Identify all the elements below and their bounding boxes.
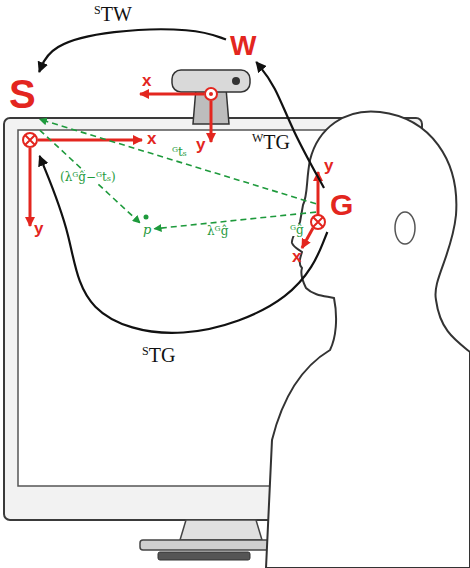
edge-label-box: WTG [250,132,292,152]
x-axis [38,139,142,142]
transform-arrow [256,62,324,188]
axis-label-box: y [196,136,205,153]
frame-node: S [5,72,40,156]
axis-label-box: y [34,220,43,237]
vector-label: ᴳĝ [290,224,304,236]
vector-line [40,119,316,204]
axis-label-box: x [142,72,151,89]
frame-node: G [316,188,356,232]
frame-label: W [230,32,256,60]
frame-label: G [330,190,353,220]
origin-marker [311,215,325,229]
axis-label: x [147,130,156,147]
webcam-lens [232,77,240,85]
axis-label-box: x [147,130,156,147]
x-axis [140,93,204,96]
edge-label-box: STW [92,4,134,24]
axis-label: y [34,220,43,237]
edge-label-box: ᴳtₛ [170,146,189,158]
transform-label: STG [142,345,175,365]
transform-label: STW [94,4,132,24]
y-axis [210,101,213,142]
frame-s-axes [23,133,142,226]
keyboard [158,552,250,560]
frame-node: p [140,221,154,238]
point-label: p [143,223,151,236]
vector-label: (λᴳĝ−ᴳtₛ) [60,171,116,183]
monitor-stand [180,520,262,540]
y-axis [29,148,32,226]
origin-marker [205,88,217,100]
axis-label: x [292,248,301,265]
person [266,111,470,568]
frame-node: W [226,30,260,62]
vector-label: λᴳĝ [207,225,228,237]
edge-label-box: STG [140,345,177,365]
transform-arrow [40,156,328,333]
person-silhouette [266,111,470,568]
transform-arrow [39,29,226,72]
axis-label-box: y [324,157,333,174]
person-ear [395,212,415,244]
axis-label: y [196,136,205,153]
origin-cross [313,217,323,227]
vector-label: ᴳtₛ [172,146,187,158]
transform-label: WTG [252,132,290,152]
edge-label-box: (λᴳĝ−ᴳtₛ) [58,171,118,183]
edge-label-box: λᴳĝ [205,225,230,237]
axis-label-box: ᴳĝ [289,224,305,236]
origin-marker [23,133,37,147]
origin-cross [25,135,35,145]
axis-label: y [324,157,333,174]
point-dot [144,215,149,220]
origin-dot [209,92,213,96]
axis-label: x [142,72,151,89]
axis-label-box: x [292,248,301,265]
vector-line [40,130,140,223]
frame-label: S [9,74,36,114]
